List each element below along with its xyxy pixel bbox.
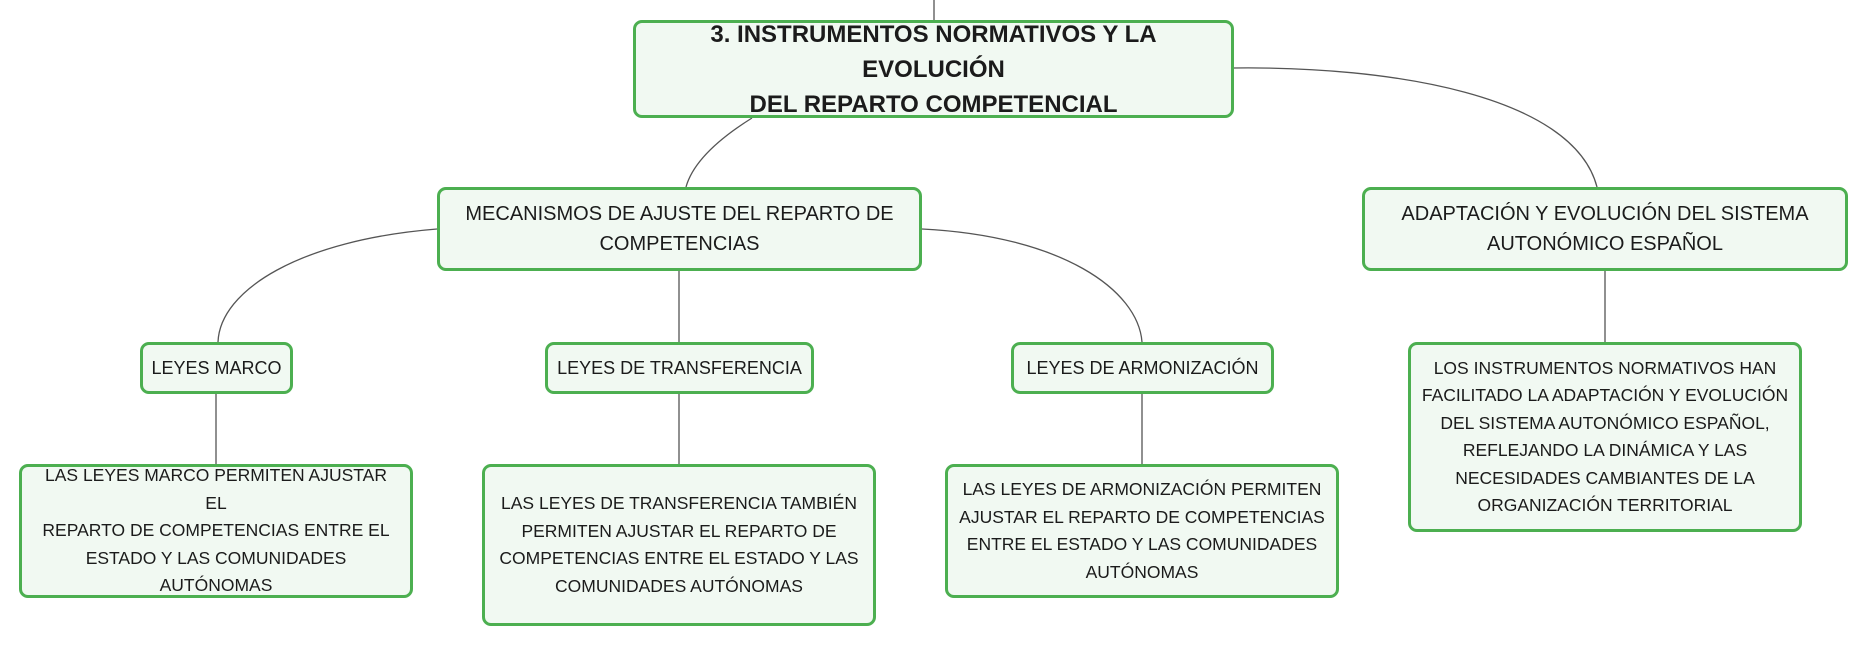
leyes-marco-detail-node[interactable]: LAS LEYES MARCO PERMITEN AJUSTAR EL REPA…	[19, 464, 413, 598]
leyes-marco-node[interactable]: LEYES MARCO	[140, 342, 293, 394]
connector-root-to-mecanismos	[685, 117, 753, 188]
leyes-armonizacion-node[interactable]: LEYES DE ARMONIZACIÓN	[1011, 342, 1274, 394]
leyes-transferencia-detail-node[interactable]: LAS LEYES DE TRANSFERENCIA TAMBIÉN PERMI…	[482, 464, 876, 626]
connector-mecanismos-to-leyes-marco	[217, 228, 438, 343]
root-topic-node[interactable]: 3. INSTRUMENTOS NORMATIVOS Y LA EVOLUCIÓ…	[633, 20, 1234, 118]
leyes-armonizacion-detail-node[interactable]: LAS LEYES DE ARMONIZACIÓN PERMITEN AJUST…	[945, 464, 1339, 598]
connector-mecanismos-to-leyes-armonizacion	[921, 228, 1143, 343]
mecanismos-ajuste-node[interactable]: MECANISMOS DE AJUSTE DEL REPARTO DE COMP…	[437, 187, 922, 271]
adaptacion-evolucion-node[interactable]: ADAPTACIÓN Y EVOLUCIÓN DEL SISTEMA AUTON…	[1362, 187, 1848, 271]
connector-root-to-adaptacion	[1232, 67, 1598, 188]
leyes-transferencia-node[interactable]: LEYES DE TRANSFERENCIA	[545, 342, 814, 394]
adaptacion-detail-node[interactable]: LOS INSTRUMENTOS NORMATIVOS HAN FACILITA…	[1408, 342, 1802, 532]
